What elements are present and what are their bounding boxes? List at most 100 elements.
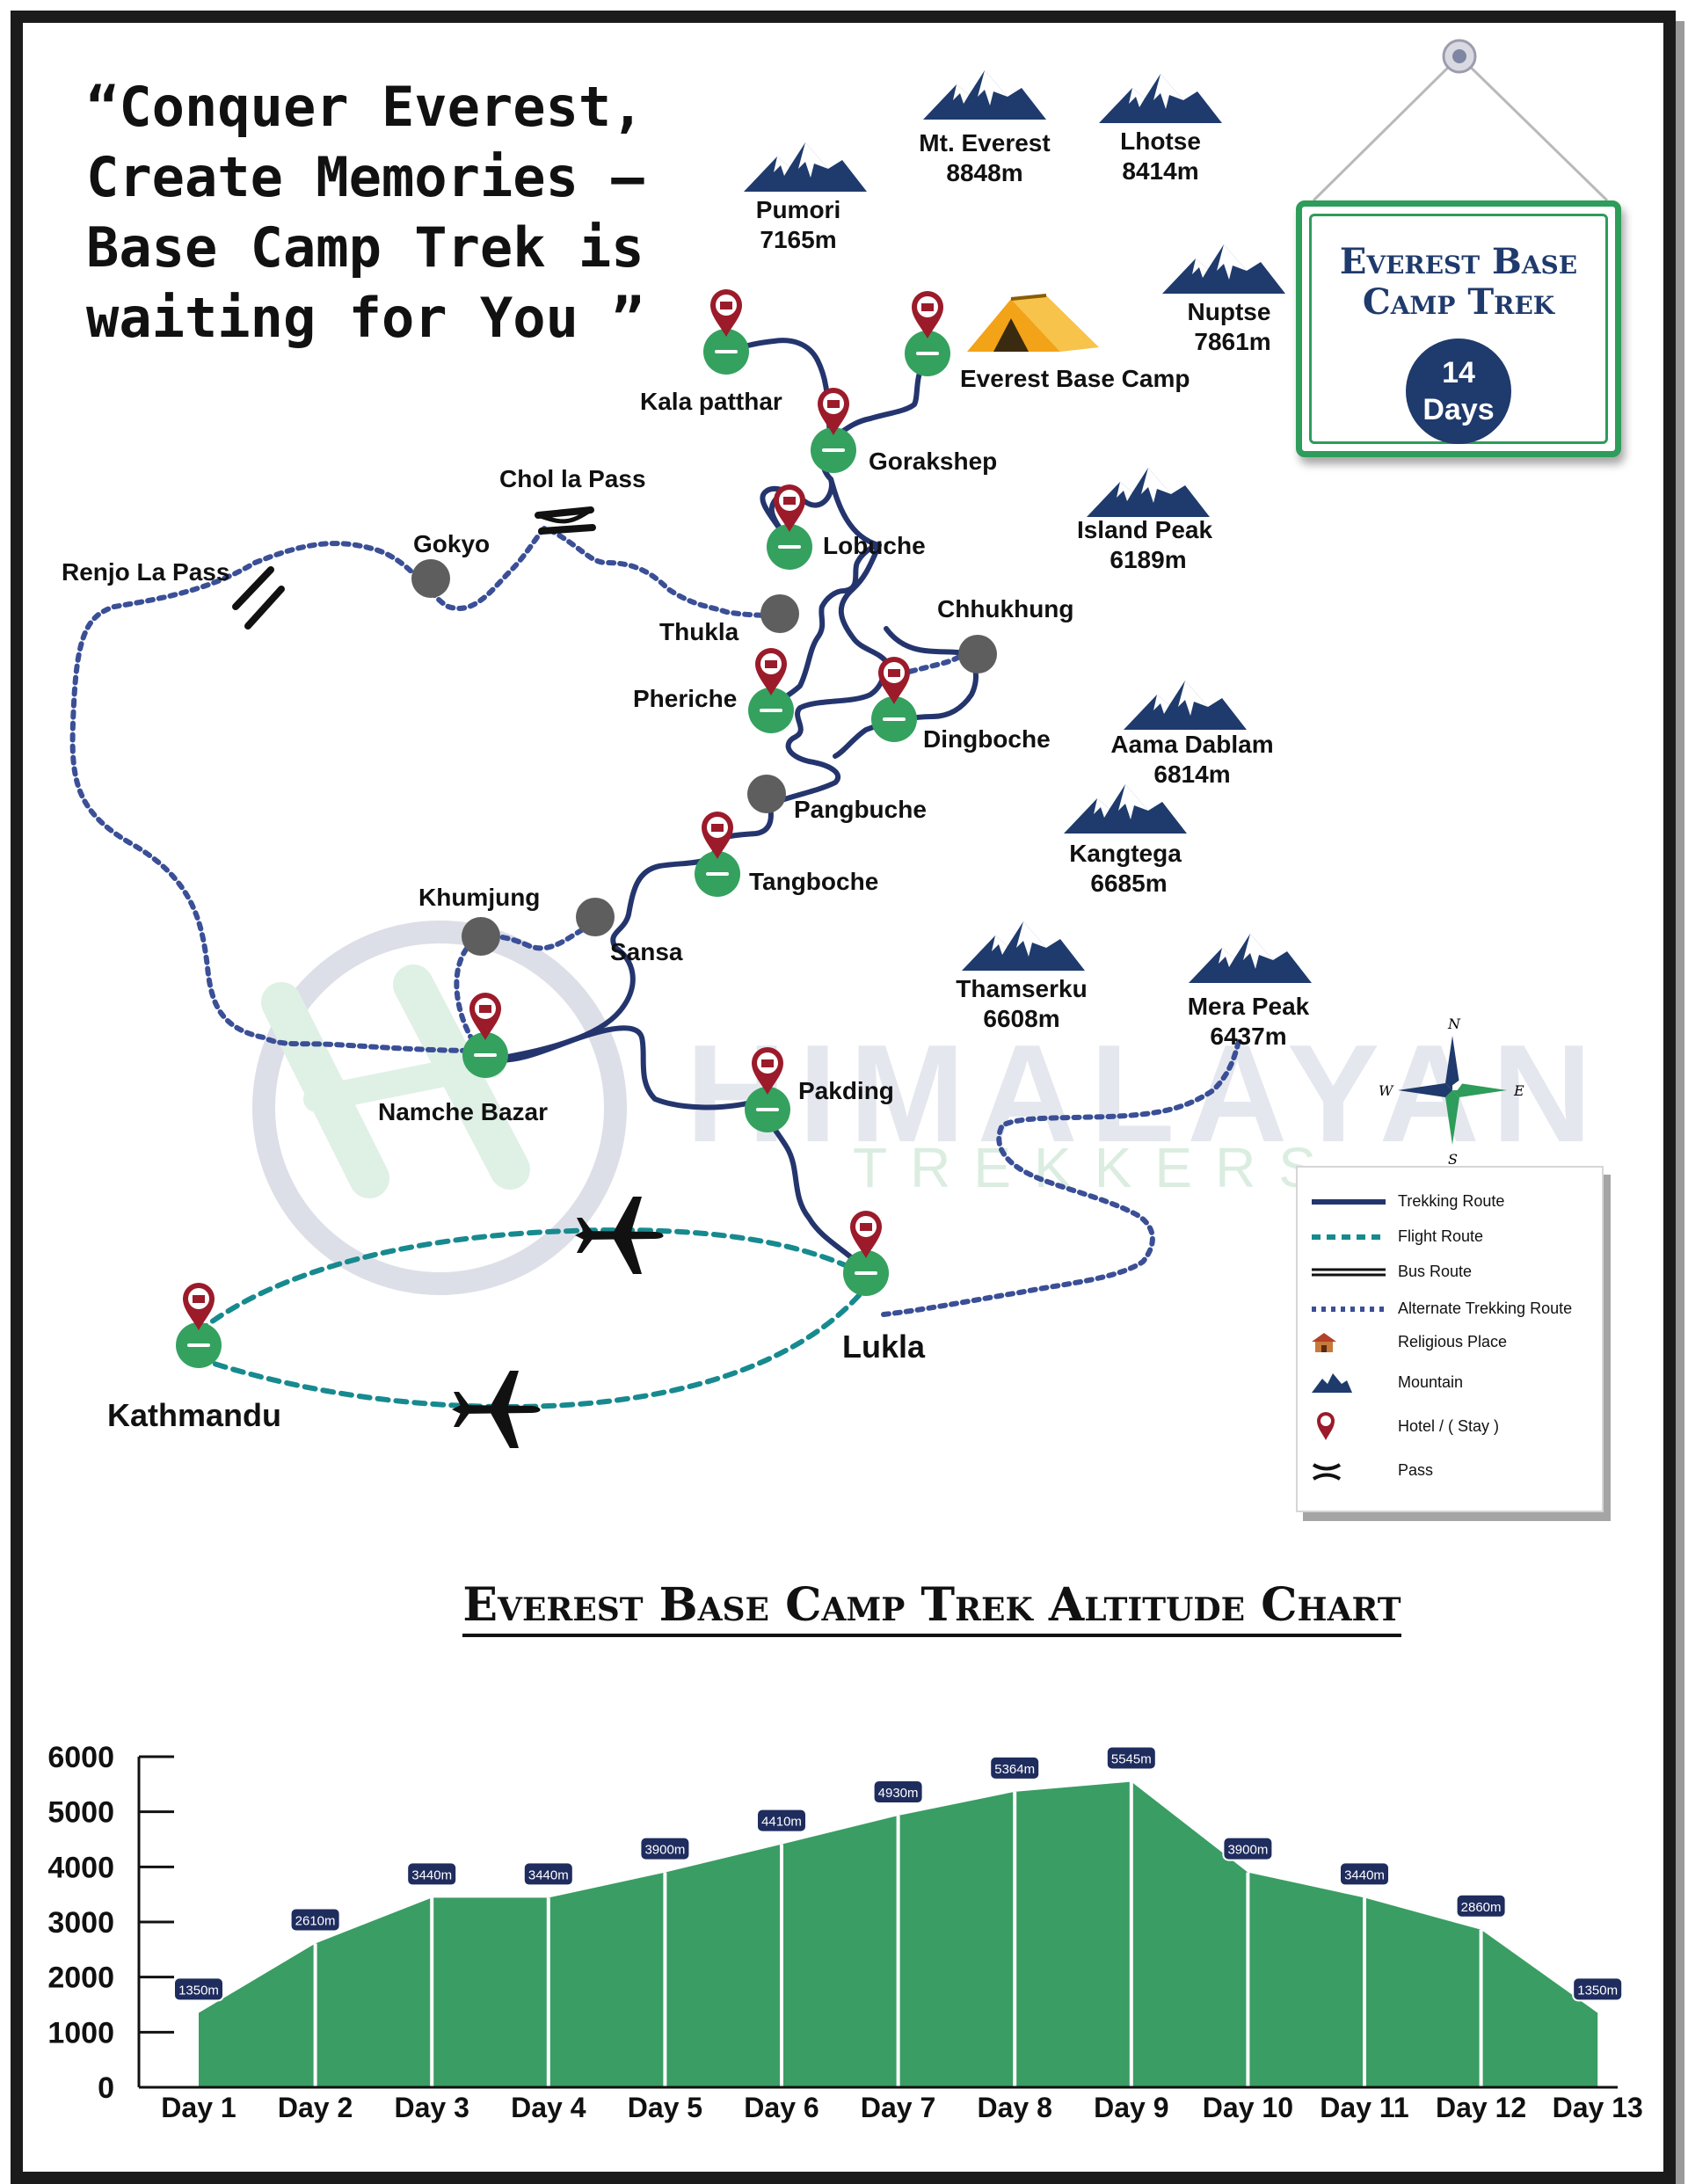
svg-text:N: N xyxy=(1447,1016,1461,1032)
alternate-route-swatch xyxy=(1312,1307,1386,1312)
place-pangbuche: Pangbuche xyxy=(794,796,927,823)
sign-title-line: Everest Base xyxy=(1339,241,1578,282)
quote-line: Base Camp Trek is xyxy=(86,215,644,280)
x-tick-label: Day 10 xyxy=(1203,2092,1293,2123)
peak-name: Island Peak xyxy=(1077,516,1213,543)
y-tick-label: 4000 xyxy=(47,1851,114,1884)
peak-alt: 8414m xyxy=(1122,157,1198,185)
value-badge xyxy=(1222,1836,1274,1861)
place-tangboche: Tangboche xyxy=(749,868,878,895)
place-ebc: Everest Base Camp xyxy=(960,365,1190,392)
place-pakding: Pakding xyxy=(798,1077,894,1104)
place-dingboche: Dingboche xyxy=(923,725,1051,753)
svg-text:W: W xyxy=(1379,1082,1394,1099)
place-labels: Kala patthar Everest Base Camp Gorakshep… xyxy=(62,365,1190,1433)
legend-mountain: Mountain xyxy=(1298,1370,1602,1396)
place-lukla: Lukla xyxy=(842,1329,926,1365)
temple-icon xyxy=(1312,1333,1336,1352)
svg-text:S: S xyxy=(1448,1151,1458,1168)
legend-religious: Religious Place xyxy=(1298,1329,1602,1356)
place-renjo: Renjo La Pass xyxy=(62,558,229,586)
value-label: 3440m xyxy=(411,1867,452,1882)
trekking-route xyxy=(490,338,979,1273)
sign-hanger xyxy=(1312,39,1609,202)
value-badge xyxy=(173,1977,224,2002)
x-tick-label: Day 3 xyxy=(395,2092,469,2123)
value-badge xyxy=(522,1861,574,1887)
legend-hotel: Hotel / ( Stay ) xyxy=(1298,1409,1602,1447)
legend-flight: Flight Route xyxy=(1298,1224,1602,1250)
sign-title: Everest Base Camp Trek xyxy=(1302,242,1615,323)
pass-icon xyxy=(232,506,596,630)
x-tick-label: Day 2 xyxy=(278,2092,353,2123)
days-badge: 14 Days xyxy=(1406,339,1511,444)
place-kathmandu: Kathmandu xyxy=(107,1397,281,1433)
y-tick-label: 5000 xyxy=(47,1796,114,1830)
place-pheriche: Pheriche xyxy=(633,685,737,712)
value-label: 3440m xyxy=(1344,1867,1385,1882)
place-gokyo: Gokyo xyxy=(413,530,490,557)
peak-labels: Mt. Everest 8848m Lhotse 8414m Pumori 71… xyxy=(756,127,1310,1050)
y-tick-label: 2000 xyxy=(47,1962,114,1995)
stop-markers xyxy=(176,329,950,1368)
y-tick-label: 6000 xyxy=(47,1741,114,1774)
tent-icon xyxy=(967,294,1099,352)
x-tick-label: Day 1 xyxy=(161,2092,236,2123)
place-gorakshep: Gorakshep xyxy=(869,448,997,475)
compass-icon: N S E W xyxy=(1379,1016,1524,1168)
days-word: Days xyxy=(1422,393,1495,426)
quote-line: “Conquer Everest, xyxy=(86,75,644,139)
quote-line: Create Memories – xyxy=(86,145,644,209)
x-tick-label: Day 9 xyxy=(1094,2092,1168,2123)
place-sansa: Sansa xyxy=(610,938,683,965)
legend-trekking: Trekking Route xyxy=(1298,1189,1602,1215)
plane-icon-2 xyxy=(452,1371,541,1448)
value-badge xyxy=(756,1808,807,1833)
bus-route-swatch xyxy=(1312,1268,1386,1277)
peak-alt: 6814m xyxy=(1153,761,1230,788)
value-badge xyxy=(1339,1861,1390,1887)
value-label: 3900m xyxy=(644,1843,685,1858)
x-tick-label: Day 11 xyxy=(1320,2092,1408,2123)
place-khumjung: Khumjung xyxy=(418,884,540,911)
value-badge xyxy=(872,1780,924,1805)
peak-alt: 6437m xyxy=(1210,1023,1286,1050)
trek-sign: Everest Base Camp Trek 14 Days xyxy=(1296,200,1621,457)
value-label: 5545m xyxy=(1111,1752,1152,1767)
peak-name: Lhotse xyxy=(1120,127,1201,155)
value-label: 1350m xyxy=(1577,1983,1618,1998)
value-label: 3440m xyxy=(528,1867,569,1882)
place-chhukhung: Chhukhung xyxy=(937,595,1074,622)
peak-name: Aama Dablam xyxy=(1110,731,1273,758)
peak-name: Thamserku xyxy=(956,975,1087,1002)
x-tick-label: Day 8 xyxy=(978,2092,1052,2123)
peak-alt: 6685m xyxy=(1090,870,1167,897)
sign-title-line: Camp Trek xyxy=(1362,281,1555,323)
value-label: 2860m xyxy=(1461,1900,1502,1915)
peak-alt: 7861m xyxy=(1194,328,1270,355)
peak-name: Mera Peak xyxy=(1188,993,1310,1020)
peak-alt: 6608m xyxy=(983,1005,1059,1032)
days-number: 14 xyxy=(1442,356,1475,389)
x-tick-label: Day 12 xyxy=(1436,2092,1526,2123)
y-tick-label: 3000 xyxy=(47,1906,114,1940)
value-label: 4410m xyxy=(761,1815,802,1830)
x-tick-label: Day 6 xyxy=(744,2092,819,2123)
value-badge xyxy=(406,1861,458,1887)
place-kala-patthar: Kala patthar xyxy=(640,388,782,415)
legend: Trekking Route Flight Route Bus Route Al… xyxy=(1296,1166,1604,1512)
y-tick-label: 1000 xyxy=(47,2016,114,2049)
flight-route-swatch xyxy=(1312,1234,1386,1240)
place-lobuche: Lobuche xyxy=(823,532,926,559)
peak-name: Nuptse xyxy=(1188,298,1271,325)
y-tick-label: 0 xyxy=(98,2071,114,2105)
place-namche: Namche Bazar xyxy=(378,1098,548,1125)
quote-line: waiting for You ” xyxy=(86,286,644,350)
peak-alt: 8848m xyxy=(946,159,1022,186)
peak-name: Kangtega xyxy=(1069,840,1182,867)
value-label: 2610m xyxy=(295,1913,336,1928)
value-label: 4930m xyxy=(878,1786,919,1801)
peak-alt: 7165m xyxy=(760,226,836,253)
